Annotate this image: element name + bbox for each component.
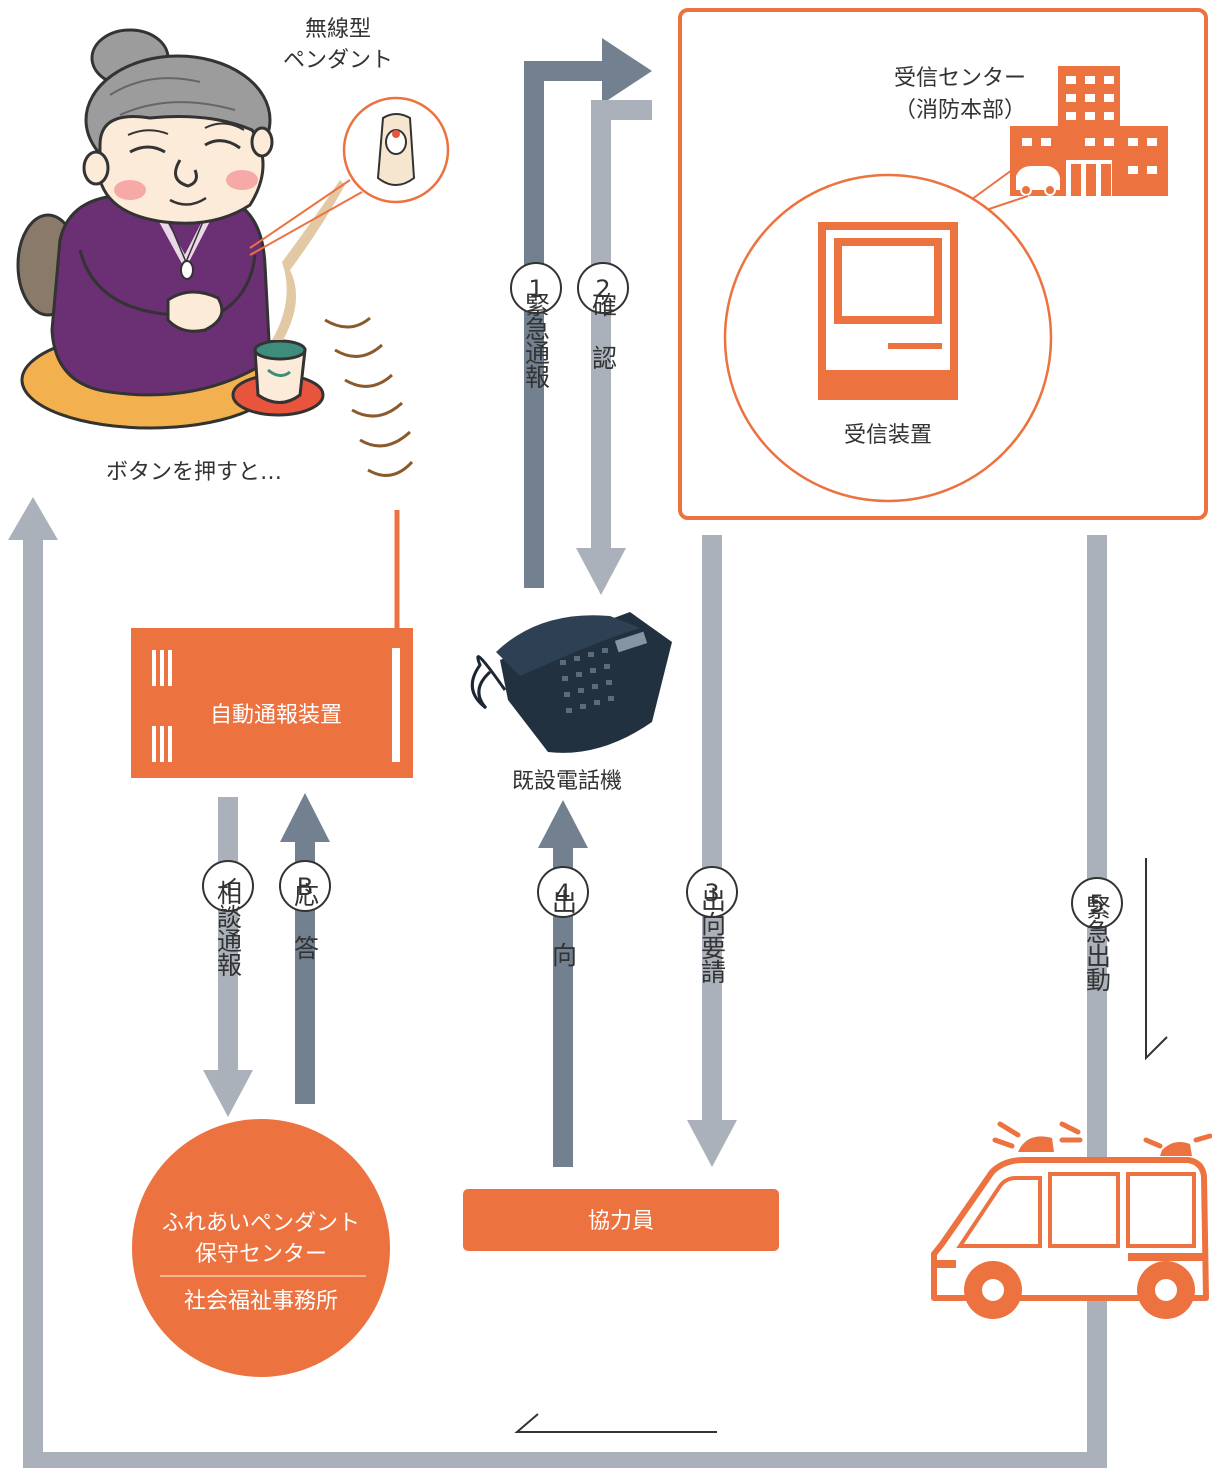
arrow-dispatch-request-head: [687, 1120, 737, 1167]
support-center-circle: ふれあいペンダント 保守センター 社会福祉事務所: [132, 1119, 390, 1377]
receiver-monitor-icon: [818, 222, 958, 400]
step-3-dispatch-request: 3 出向要請: [686, 866, 738, 984]
elderly-woman-illustration: [16, 28, 414, 477]
pendant-label-line2: ペンダント: [283, 48, 393, 73]
welfare-office-label: 社会福祉事務所: [184, 1289, 338, 1314]
step-1-number: 1: [528, 275, 543, 303]
return-loop-arrow-head: [8, 497, 58, 540]
receiving-center-label-line2: （消防本部）: [894, 98, 1026, 123]
step-i-consultation: イ 相談通報: [202, 860, 254, 977]
step-labels: 1 緊急通報 2 確認 3 出向要請 4 出向 5 緊急出動 イ 相談通報: [202, 262, 1123, 995]
direction-hint-right: [1145, 858, 1168, 1061]
step-4-go-out: 4 出向: [537, 866, 589, 995]
arrow-go-out-head: [538, 800, 588, 848]
helper-label: 協力員: [588, 1209, 654, 1234]
step-2-number: 2: [595, 275, 610, 303]
step-3-number: 3: [704, 879, 719, 907]
receiving-center-box: 受信センター （消防本部）: [678, 8, 1208, 520]
arrow-emergency-call: [524, 61, 608, 588]
helper-bar: 協力員: [463, 1189, 779, 1251]
step-4-number: 4: [555, 879, 570, 907]
pendant-callout: [249, 96, 450, 256]
support-center-label-line1: ふれあいペンダント: [162, 1211, 360, 1236]
step-b-number: B: [297, 873, 313, 901]
press-button-caption: ボタンを押すと…: [106, 460, 282, 485]
arrow-emergency-call-head: [602, 38, 652, 104]
step-2-confirmation: 2 確認: [577, 262, 629, 398]
arrow-confirmation-head: [576, 548, 626, 595]
fire-station-building-icon: [1010, 66, 1168, 196]
auto-call-device: 自動通報装置: [131, 510, 413, 778]
pendant-label-line1: 無線型: [305, 17, 371, 42]
step-i-label: 相談通報: [214, 880, 243, 977]
step-5-emergency-dispatch: 5 緊急出動: [1071, 877, 1123, 992]
step-1-label: 緊急通報: [522, 292, 551, 389]
step-5-number: 5: [1089, 890, 1104, 918]
arrow-consultation-head: [203, 1070, 253, 1117]
telephone-icon: [470, 612, 672, 753]
receiving-center-label-line1: 受信センター: [894, 66, 1026, 91]
step-2-label: 確認: [589, 292, 618, 398]
step-3-label: 出向要請: [698, 887, 727, 984]
direction-hint-bottom: [514, 1413, 717, 1433]
pendant-icon: [376, 113, 416, 186]
step-1-emergency-call: 1 緊急通報: [510, 262, 562, 389]
step-5-label: 緊急出動: [1083, 895, 1112, 992]
receiver-label: 受信装置: [844, 423, 932, 448]
arrow-confirmation: [591, 100, 652, 552]
step-i-number: イ: [217, 876, 239, 901]
telephone-label: 既設電話機: [512, 769, 622, 794]
ambulance-icon: [931, 1121, 1212, 1319]
step-b-response: B 応答: [279, 860, 331, 988]
auto-call-device-label: 自動通報装置: [210, 703, 342, 728]
arrow-response-head: [280, 793, 330, 842]
support-center-label-line2: 保守センター: [195, 1242, 327, 1267]
step-4-label: 出向: [549, 889, 578, 995]
return-loop-arrow: [23, 520, 1107, 1468]
step-b-label: 応答: [291, 882, 320, 988]
